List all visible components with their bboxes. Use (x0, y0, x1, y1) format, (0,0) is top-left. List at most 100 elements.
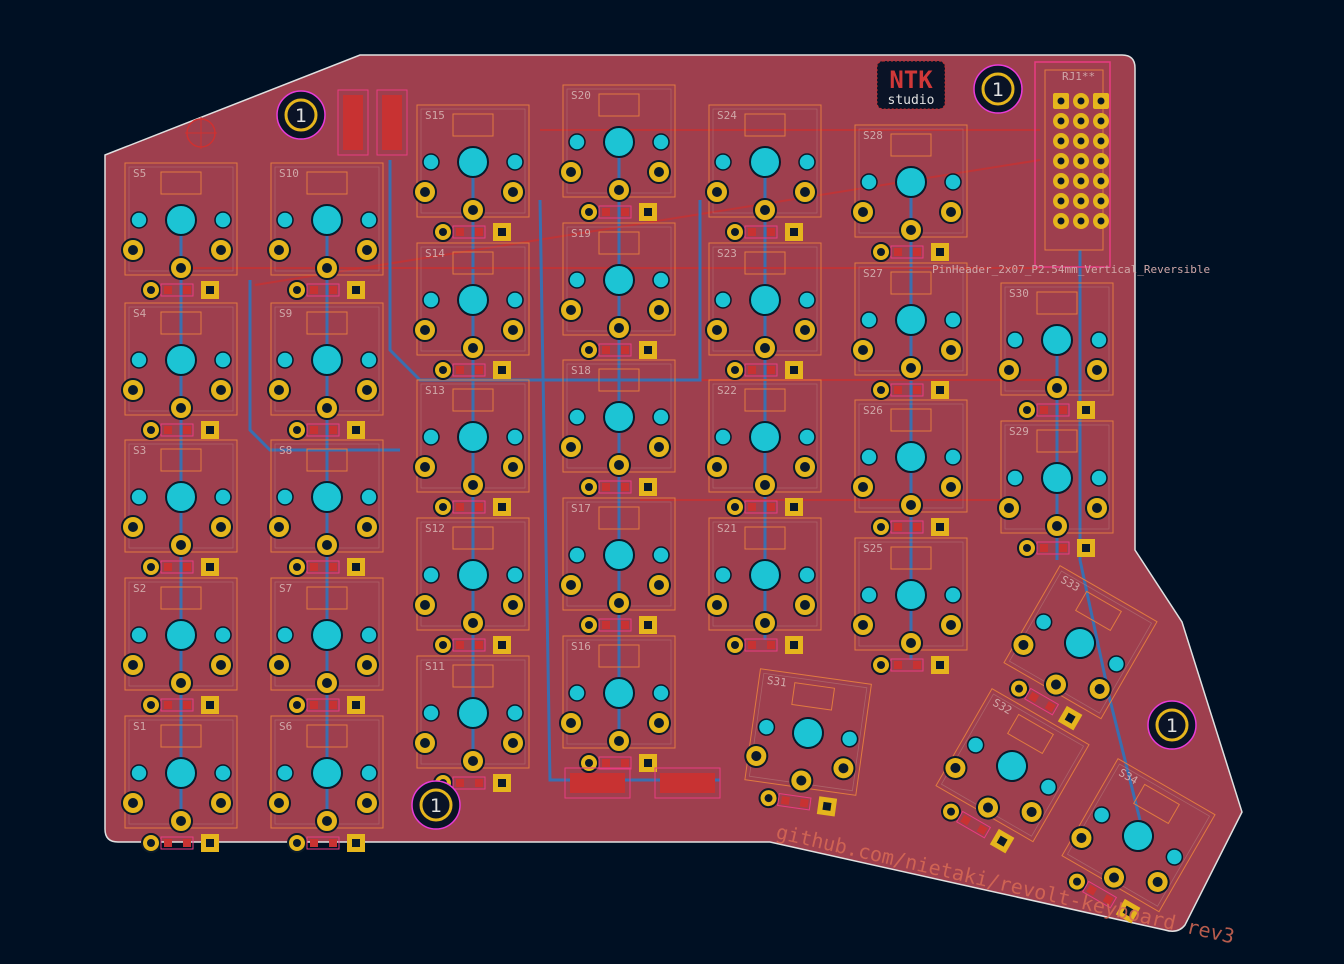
switch-center-hole-icon (457, 284, 489, 316)
diode[interactable] (1065, 869, 1141, 924)
switch-s2[interactable]: S2 (121, 577, 238, 715)
switch-s17[interactable]: S17 (559, 497, 676, 635)
switch-s29[interactable]: S29 (997, 420, 1114, 558)
diode[interactable] (579, 615, 657, 635)
svg-text:1: 1 (992, 79, 1004, 101)
switch-s5[interactable]: S5 (121, 162, 238, 300)
switch-s16[interactable]: S16 (559, 635, 676, 773)
switch-center-hole-icon (996, 750, 1028, 782)
switch-center-hole-icon (749, 146, 781, 178)
diode[interactable] (287, 420, 365, 440)
switch-s13[interactable]: S13 (413, 379, 530, 517)
mounting-hole: 1 (411, 780, 461, 830)
switch-center-hole-icon (1064, 627, 1096, 659)
diode[interactable] (1017, 400, 1095, 420)
switch-s32[interactable]: S32 (921, 687, 1090, 862)
diode[interactable] (287, 557, 365, 577)
diode[interactable] (939, 799, 1015, 854)
switch-s30[interactable]: S30 (997, 282, 1114, 420)
switch-label: S1 (133, 720, 146, 733)
switch-s22[interactable]: S22 (705, 379, 822, 517)
switch-s1[interactable]: S1 (121, 715, 238, 853)
connector[interactable]: RJ1** PinHeader_2x07_P2.54mm_Vertical_Re… (932, 61, 1210, 276)
switch-s25[interactable]: S25 (851, 537, 968, 675)
switch-s18[interactable]: S18 (559, 359, 676, 497)
diode[interactable] (433, 222, 511, 242)
switch-s26[interactable]: S26 (851, 399, 968, 537)
connector-footprint-label: PinHeader_2x07_P2.54mm_Vertical_Reversib… (932, 263, 1210, 276)
switch-center-hole-icon (749, 421, 781, 453)
switch-center-hole-icon (1041, 324, 1073, 356)
diode[interactable] (141, 833, 219, 853)
switch-label: S9 (279, 307, 292, 320)
diode[interactable] (871, 517, 949, 537)
switch-label: S7 (279, 582, 292, 595)
switch-center-hole-icon (749, 559, 781, 591)
diode[interactable] (287, 833, 365, 853)
diode[interactable] (725, 222, 803, 242)
switch-s9[interactable]: S9 (267, 302, 384, 440)
diode[interactable] (1017, 538, 1095, 558)
switch-center-hole-icon (792, 717, 824, 749)
switch-s8[interactable]: S8 (267, 439, 384, 577)
switch-label: S6 (279, 720, 292, 733)
switch-label: S12 (425, 522, 445, 535)
switch-center-hole-icon (895, 304, 927, 336)
diode[interactable] (433, 497, 511, 517)
diode[interactable] (433, 635, 511, 655)
switch-center-hole-icon (1041, 462, 1073, 494)
switch-s19[interactable]: S19 (559, 222, 676, 360)
diode[interactable] (141, 280, 219, 300)
svg-text:NTK: NTK (889, 66, 933, 94)
switch-center-hole-icon (603, 126, 635, 158)
switch-s7[interactable]: S7 (267, 577, 384, 715)
switch-label: S17 (571, 502, 591, 515)
switch-s20[interactable]: S20 (559, 84, 676, 222)
switch-s12[interactable]: S12 (413, 517, 530, 655)
switch-label: S5 (133, 167, 146, 180)
switch-s24[interactable]: S24 (705, 104, 822, 242)
connector-ref: RJ1** (1062, 70, 1095, 83)
switch-s31[interactable]: S31 (739, 668, 872, 819)
switch-s27[interactable]: S27 (851, 262, 968, 400)
switch-center-hole-icon (165, 619, 197, 651)
switch-s6[interactable]: S6 (267, 715, 384, 853)
switch-s10[interactable]: S10 (267, 162, 384, 300)
diode[interactable] (871, 655, 949, 675)
diode[interactable] (141, 557, 219, 577)
switch-s33[interactable]: S33 (989, 564, 1158, 739)
switch-center-hole-icon (457, 697, 489, 729)
diode[interactable] (141, 420, 219, 440)
diode[interactable] (433, 360, 511, 380)
diode[interactable] (579, 340, 657, 360)
switch-label: S3 (133, 444, 146, 457)
switch-label: S23 (717, 247, 737, 260)
svg-text:1: 1 (430, 795, 442, 817)
diode[interactable] (141, 695, 219, 715)
diode[interactable] (725, 360, 803, 380)
switch-s11[interactable]: S11 (413, 655, 530, 793)
switch-s28[interactable]: S28 (851, 124, 968, 262)
mounting-hole: 1 (973, 64, 1023, 114)
diode[interactable] (579, 202, 657, 222)
switch-s15[interactable]: S15 (413, 104, 530, 242)
switch-label: S13 (425, 384, 445, 397)
diode[interactable] (287, 280, 365, 300)
switch-s4[interactable]: S4 (121, 302, 238, 440)
diode[interactable] (725, 635, 803, 655)
diode[interactable] (287, 695, 365, 715)
switch-s14[interactable]: S14 (413, 242, 530, 380)
switch-s23[interactable]: S23 (705, 242, 822, 380)
switch-center-hole-icon (603, 264, 635, 296)
diode[interactable] (725, 497, 803, 517)
switch-center-hole-icon (457, 559, 489, 591)
switch-s21[interactable]: S21 (705, 517, 822, 655)
diode[interactable] (579, 477, 657, 497)
switch-center-hole-icon (749, 284, 781, 316)
diode[interactable] (758, 788, 838, 817)
diode[interactable] (871, 242, 949, 262)
diode[interactable] (1007, 676, 1083, 731)
diode[interactable] (871, 380, 949, 400)
switch-s3[interactable]: S3 (121, 439, 238, 577)
